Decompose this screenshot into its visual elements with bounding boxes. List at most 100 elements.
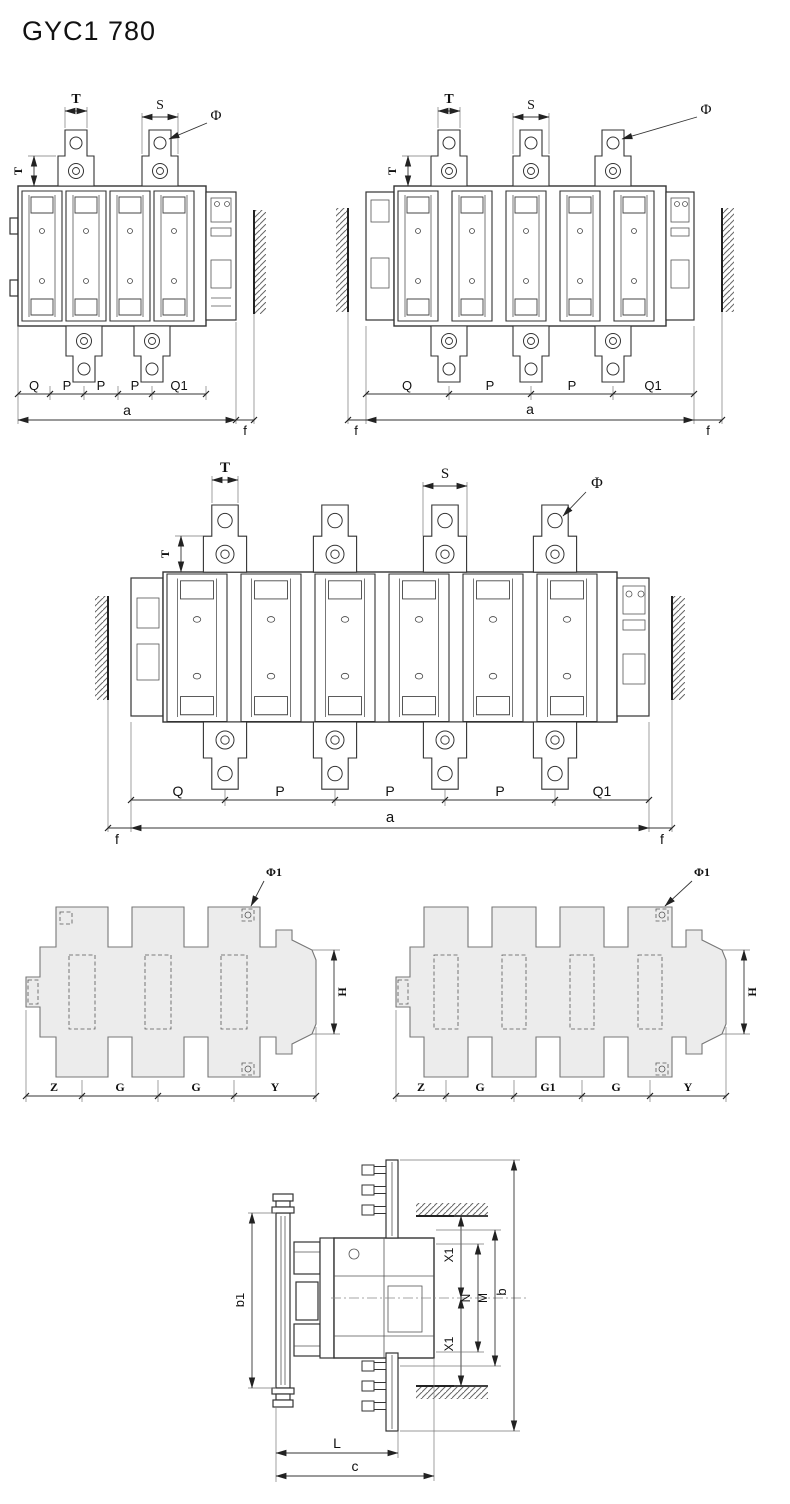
dim-t-side: T bbox=[385, 155, 431, 187]
dim-label-s: S bbox=[441, 466, 449, 482]
dim-phi-leader: Φ bbox=[621, 102, 712, 140]
dim-label-phi: Φ bbox=[211, 108, 222, 124]
dim-label-p2: P bbox=[97, 378, 106, 393]
chain-dimension: Z G G Y bbox=[22, 1010, 320, 1102]
mounting-rail bbox=[271, 1193, 295, 1408]
dim-b: b bbox=[400, 1159, 520, 1432]
dim-label-h: H bbox=[745, 987, 759, 997]
dim-label-p1: P bbox=[275, 783, 284, 799]
side-view-drawing: b1 X1 X1 N M bbox=[236, 1159, 526, 1482]
dim-f: f bbox=[232, 314, 258, 437]
dim-label-p3: P bbox=[495, 783, 504, 799]
dim-label-l: L bbox=[333, 1435, 341, 1451]
outline-silhouette bbox=[25, 906, 317, 1078]
dim-b1: b1 bbox=[236, 1212, 276, 1389]
dim-t-top: T bbox=[64, 92, 88, 128]
dim-label-phi: Φ bbox=[591, 475, 603, 492]
dim-label-y: Y bbox=[684, 1080, 693, 1094]
dim-x1-bottom: X1 bbox=[442, 1297, 488, 1387]
dim-label-phi1: Φ1 bbox=[694, 865, 710, 879]
dim-a: a bbox=[130, 809, 650, 832]
dim-label-t-side: T bbox=[11, 167, 25, 175]
dim-phi-leader: Φ bbox=[168, 108, 222, 140]
contactor-body bbox=[130, 571, 650, 723]
dim-label-q: Q bbox=[29, 378, 39, 393]
dim-f-left: f bbox=[344, 312, 366, 437]
dim-m: M bbox=[400, 1229, 501, 1367]
dim-s-top: S bbox=[512, 98, 550, 154]
dim-label-g1-mid: G1 bbox=[540, 1080, 555, 1094]
dim-c: c bbox=[275, 1358, 435, 1481]
front-view-top-left: T S Φ T bbox=[8, 92, 308, 437]
dim-label-q1: Q1 bbox=[593, 783, 612, 799]
dim-label-q1: Q1 bbox=[644, 378, 661, 393]
dim-label-a: a bbox=[123, 402, 131, 418]
wall-hatch-left bbox=[95, 596, 109, 700]
dim-label-s: S bbox=[527, 98, 535, 113]
dim-t-top: T bbox=[211, 460, 239, 503]
dim-label-q: Q bbox=[402, 378, 412, 393]
dim-label-q: Q bbox=[173, 783, 184, 799]
dim-t-top: T bbox=[437, 92, 461, 128]
dim-label-z: Z bbox=[417, 1080, 425, 1094]
dim-label-f: f bbox=[243, 423, 247, 437]
dim-label-g1: G bbox=[475, 1080, 484, 1094]
dim-a: a bbox=[365, 401, 695, 424]
panel-hatch-bottom bbox=[416, 1385, 488, 1399]
outline-view-right-drawing: Φ1 H Z bbox=[392, 865, 759, 1102]
terminal-top bbox=[361, 1159, 399, 1239]
dim-label-t: T bbox=[71, 92, 81, 107]
front-view-top-right-drawing: T S Φ T bbox=[336, 92, 734, 437]
side-view: b1 X1 X1 N M bbox=[236, 1140, 588, 1498]
panel-hatch-top bbox=[416, 1203, 488, 1217]
chain-dimension: Z G G1 G Y bbox=[392, 1010, 730, 1102]
dim-label-t-side: T bbox=[385, 167, 399, 175]
wall-hatch-right bbox=[671, 596, 685, 700]
dim-label-q1: Q1 bbox=[170, 378, 187, 393]
dim-label-m: M bbox=[476, 1293, 490, 1303]
dim-label-b1: b1 bbox=[236, 1293, 247, 1307]
dim-label-f-right: f bbox=[660, 831, 664, 847]
contactor-body bbox=[365, 185, 695, 327]
dim-t-side: T bbox=[11, 155, 56, 187]
dim-label-phi: Φ bbox=[701, 102, 712, 118]
dim-label-f-right: f bbox=[706, 423, 710, 437]
front-view-top-right: T S Φ T bbox=[322, 92, 782, 437]
dim-phi1: Φ1 bbox=[664, 865, 710, 907]
dim-s-top: S bbox=[422, 466, 468, 536]
dim-label-g2: G bbox=[191, 1080, 200, 1094]
wall-hatch-right bbox=[253, 210, 266, 314]
dim-label-p2: P bbox=[568, 378, 577, 393]
dim-h: H bbox=[722, 949, 759, 1035]
dim-label-y: Y bbox=[271, 1080, 280, 1094]
dim-label-b: b bbox=[494, 1288, 509, 1295]
chain-dimension: Q P P P Q1 bbox=[127, 722, 653, 832]
dim-f-right: f bbox=[649, 700, 676, 847]
wall-hatch-left bbox=[336, 208, 349, 312]
dim-label-t: T bbox=[220, 460, 230, 476]
page-title: GYC1 780 bbox=[22, 16, 157, 46]
front-view-large: T S Φ T bbox=[85, 448, 705, 848]
hidden-detail-dashed bbox=[27, 908, 255, 1076]
contactor-body bbox=[9, 185, 237, 327]
dim-a: a bbox=[17, 322, 237, 424]
dim-label-f-left: f bbox=[354, 423, 358, 437]
dim-label-a: a bbox=[386, 809, 395, 826]
outline-view-right: Φ1 H Z bbox=[380, 852, 780, 1117]
outline-view-left: Φ1 H Z G G bbox=[8, 852, 353, 1117]
dim-t-side: T bbox=[158, 535, 203, 573]
dim-label-f-left: f bbox=[115, 831, 119, 847]
dim-label-s: S bbox=[156, 98, 164, 113]
dim-label-x1-bottom: X1 bbox=[442, 1336, 456, 1351]
outline-silhouette bbox=[395, 906, 727, 1078]
front-view-top-left-drawing: T S Φ T bbox=[9, 92, 266, 437]
dim-label-p2: P bbox=[385, 783, 394, 799]
chain-dimension: Q P P P Q1 bbox=[14, 326, 210, 424]
dim-label-t-side: T bbox=[158, 550, 172, 558]
dim-phi1: Φ1 bbox=[250, 865, 282, 907]
dim-h: H bbox=[312, 949, 349, 1035]
dim-f-right: f bbox=[694, 312, 726, 437]
dim-label-p1: P bbox=[63, 378, 72, 393]
dim-n: N bbox=[436, 1243, 484, 1353]
